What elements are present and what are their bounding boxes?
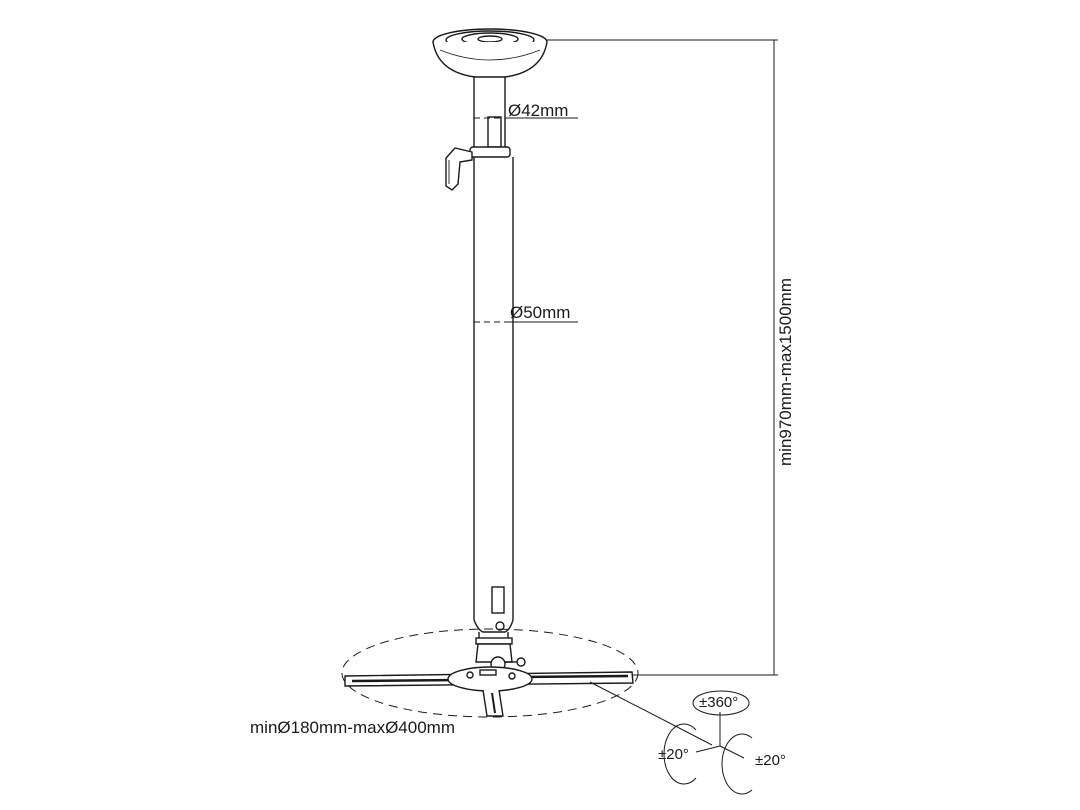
swivel-angle-label: ±360°: [699, 694, 739, 711]
ceiling-plate: [432, 28, 548, 78]
adjustment-axes: [663, 690, 753, 795]
inner-tube-diameter-label: Ø42mm: [508, 101, 569, 120]
bracket-span-label: minØ180mm-maxØ400mm: [250, 718, 455, 737]
universal-bracket: [341, 628, 639, 718]
swivel-head: [475, 643, 526, 672]
tilt-left-angle-label: ±20°: [658, 746, 689, 763]
tilt-right-angle-label: ±20°: [755, 752, 786, 769]
outer-tube-diameter-label: Ø50mm: [510, 303, 571, 322]
height-range-label: min970mm-max1500mm: [776, 278, 795, 466]
outer-tube: [473, 157, 578, 645]
clamp-lever: [445, 147, 473, 191]
